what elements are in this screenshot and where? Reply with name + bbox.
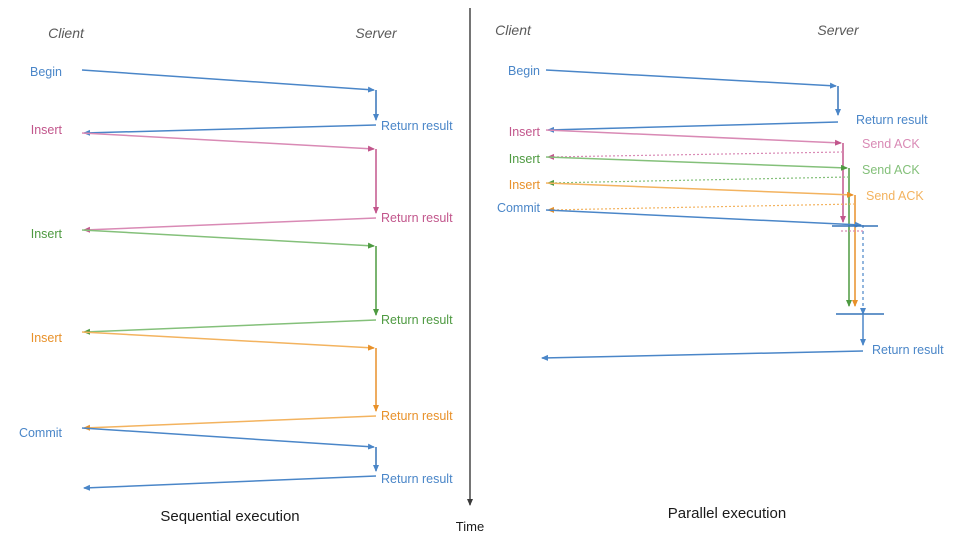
msg-label-return-begin-sequential: Return result — [381, 119, 453, 133]
lifeline-label-client-parallel: Client — [495, 22, 532, 38]
msg-label-return-insert1-sequential: Return result — [381, 211, 453, 225]
flow-insert2-parallel — [545, 156, 852, 307]
msg-label-return-begin-parallel: Return result — [856, 113, 928, 127]
lifeline-label-server-parallel: Server — [817, 22, 860, 38]
flow-insert1-sequential — [81, 132, 379, 233]
msg-label-insert2-sequential: Insert — [31, 227, 63, 241]
msg-label-ack2-parallel: Send ACK — [862, 163, 920, 177]
flow-return-parallel — [541, 314, 866, 361]
msg-label-ack3-parallel: Send ACK — [866, 189, 924, 203]
msg-label-insert2-parallel: Insert — [509, 152, 541, 166]
caption-sequential: Sequential execution — [160, 508, 299, 525]
caption-parallel: Parallel execution — [668, 505, 786, 522]
msg-label-return-insert2-sequential: Return result — [381, 313, 453, 327]
flow-commit-parallel — [545, 209, 866, 315]
msg-label-begin-parallel: Begin — [508, 64, 540, 78]
flow-commit-sequential — [81, 427, 379, 491]
panel-sequential: Client Server Begin Insert Insert Insert… — [19, 25, 453, 525]
msg-label-return-commit-parallel: Return result — [872, 343, 944, 357]
flow-begin-parallel — [545, 69, 841, 133]
lifeline-label-server-sequential: Server — [355, 25, 398, 41]
panel-parallel: Client Server Begin Insert Insert Insert… — [495, 22, 944, 522]
msg-label-commit-parallel: Commit — [497, 201, 541, 215]
msg-label-return-insert3-sequential: Return result — [381, 409, 453, 423]
flow-insert3-sequential — [81, 331, 379, 431]
msg-label-begin-sequential: Begin — [30, 65, 62, 79]
msg-label-insert1-sequential: Insert — [31, 123, 63, 137]
time-axis-label: Time — [456, 519, 484, 534]
msg-label-insert1-parallel: Insert — [509, 125, 541, 139]
flow-insert3-parallel — [545, 182, 858, 307]
msg-label-commit-sequential: Commit — [19, 426, 63, 440]
msg-label-return-commit-sequential: Return result — [381, 472, 453, 486]
sync-bars-parallel — [832, 225, 884, 315]
flow-insert1-parallel — [545, 129, 846, 223]
msg-label-ack1-parallel: Send ACK — [862, 137, 920, 151]
lifeline-label-client-sequential: Client — [48, 25, 85, 41]
flow-begin-sequential — [81, 69, 379, 136]
msg-label-insert3-sequential: Insert — [31, 331, 63, 345]
msg-label-insert3-parallel: Insert — [509, 178, 541, 192]
flow-insert2-sequential — [81, 229, 379, 335]
